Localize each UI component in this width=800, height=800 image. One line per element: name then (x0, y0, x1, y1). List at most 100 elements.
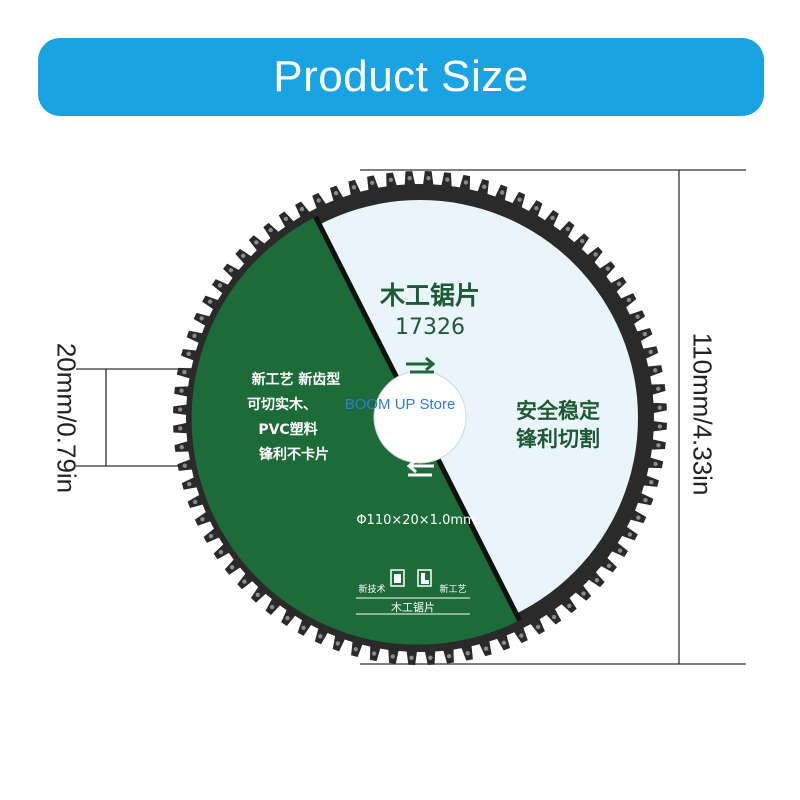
tooth-tip-highlight (187, 481, 192, 487)
feature-left-4: 锋利不卡片 (259, 446, 329, 463)
tooth-tip-highlight (550, 215, 555, 221)
tooth-tip-highlight (316, 198, 321, 203)
tooth-tip-highlight (580, 238, 585, 244)
tooth-tip-highlight (351, 185, 357, 190)
tooth-tip-highlight (186, 351, 191, 356)
tooth-tip-highlight (254, 240, 259, 245)
tooth-tip-highlight (517, 197, 522, 202)
features-left: 新工艺 新齿型 可切实木、 PVC塑料 锋利不卡片 (247, 371, 340, 463)
feature-left-3: PVC塑料 (258, 421, 317, 438)
tooth-tip-highlight (635, 314, 640, 319)
tooth-tip-highlight (519, 633, 524, 638)
product-size-banner: Product Size (38, 38, 764, 116)
tooth-tip-highlight (657, 424, 663, 429)
rotation-arrow-top (406, 356, 436, 374)
tooth-tip-highlight (483, 646, 489, 651)
tooth-tip-highlight (649, 480, 654, 485)
tooth-tip-highlight (200, 517, 205, 522)
tooth-tip-highlight (409, 655, 414, 661)
bore-diameter-label: 20mm/0.79in (51, 342, 82, 494)
tooth-tip-highlight (370, 180, 375, 185)
tooth-tip-highlight (333, 190, 339, 196)
tooth-tip-highlight (648, 349, 653, 355)
tooth-tip-highlight (653, 461, 658, 467)
blade-name: 木工锯片 (379, 281, 480, 310)
tooth-tip-highlight (179, 388, 184, 393)
tooth-tip-highlight (192, 333, 197, 339)
saw-tooth (403, 171, 420, 209)
tooth-tip-highlight (501, 640, 507, 646)
feature-right-2: 锋利切割 (516, 427, 600, 451)
saw-tooth (629, 418, 667, 435)
logo-right-text: 新工艺 (439, 583, 466, 595)
feature-left-2: 可切实木、 (247, 396, 317, 413)
tooth-tip-highlight (242, 579, 247, 584)
tooth-tip-highlight (182, 369, 187, 375)
tooth-tip-highlight (605, 266, 611, 271)
tooth-tip-highlight (626, 297, 632, 303)
tooth-tip-highlight (463, 180, 469, 185)
tooth-tip-highlight (388, 177, 394, 182)
tooth-tip-highlight (616, 281, 622, 287)
tooth-tip-highlight (335, 641, 341, 646)
tooth-tip-highlight (268, 227, 273, 233)
tooth-tip-highlight (199, 316, 204, 321)
saw-blade (191, 200, 638, 645)
tooth-tip-highlight (642, 331, 648, 337)
tooth-tip-highlight (643, 497, 648, 503)
arbor-hole (373, 370, 467, 464)
banner-title: Product Size (273, 52, 529, 101)
tooth-tip-highlight (407, 176, 412, 181)
tooth-tip-highlight (567, 603, 572, 609)
tooth-tip-highlight (565, 226, 571, 232)
tooth-tip-highlight (446, 654, 452, 659)
tooth-tip-highlight (627, 532, 633, 537)
blade-code: 17326 (395, 315, 465, 340)
tooth-tip-highlight (594, 578, 600, 583)
tooth-tip-highlight (445, 177, 450, 182)
tooth-tip-highlight (551, 614, 557, 620)
logo-left-text: 新技术 (358, 583, 385, 595)
tooth-tip-highlight (617, 548, 623, 553)
tooth-tip-highlight (593, 252, 598, 257)
tooth-tip-highlight (207, 299, 213, 304)
tooth-tip-highlight (255, 592, 260, 598)
blade-green-face (191, 216, 520, 645)
tooth-tip-highlight (240, 253, 246, 258)
tooth-tip-highlight (228, 267, 234, 273)
tooth-tip-highlight (581, 591, 586, 596)
tooth-tip-highlight (192, 499, 198, 505)
tooth-tip-highlight (285, 615, 290, 621)
tooth-tip-highlight (535, 624, 541, 630)
tooth-tip-highlight (390, 654, 395, 659)
tooth-tip-highlight (426, 175, 431, 181)
tooth-tip-highlight (499, 190, 505, 195)
tooth-tip-highlight (657, 405, 662, 410)
tooth-tip-highlight (318, 634, 323, 639)
tooth-tip-highlight (606, 563, 612, 569)
tooth-tip-highlight (656, 386, 661, 392)
brand-logo-block: 新技术 新工艺 木工锯片 (356, 569, 470, 615)
tooth-tip-highlight (653, 368, 658, 373)
tooth-tip-highlight (636, 515, 641, 520)
logo-caption: 木工锯片 (391, 600, 435, 614)
tooth-tip-highlight (428, 655, 433, 660)
tooth-tip-highlight (217, 283, 223, 288)
tooth-tip-highlight (465, 651, 470, 656)
tooth-tip-highlight (177, 407, 183, 412)
feature-left-1: 新工艺 新齿型 (252, 371, 341, 388)
tooth-tip-highlight (179, 444, 184, 450)
rotation-arrow-bottom (406, 458, 434, 477)
blade-spec: Φ110×20×1.0mm (356, 513, 475, 528)
tooth-tip-highlight (656, 443, 661, 448)
tooth-tip-highlight (301, 625, 306, 631)
tooth-tip-highlight (218, 549, 224, 555)
outer-diameter-label: 110mm/4.33in (687, 332, 718, 496)
tooth-tip-highlight (353, 647, 358, 652)
tooth-tip-highlight (371, 651, 377, 656)
tooth-tip-highlight (482, 184, 487, 189)
tooth-tip-highlight (178, 426, 183, 431)
saw-tooth (420, 171, 437, 209)
tooth-tip-highlight (299, 206, 305, 212)
